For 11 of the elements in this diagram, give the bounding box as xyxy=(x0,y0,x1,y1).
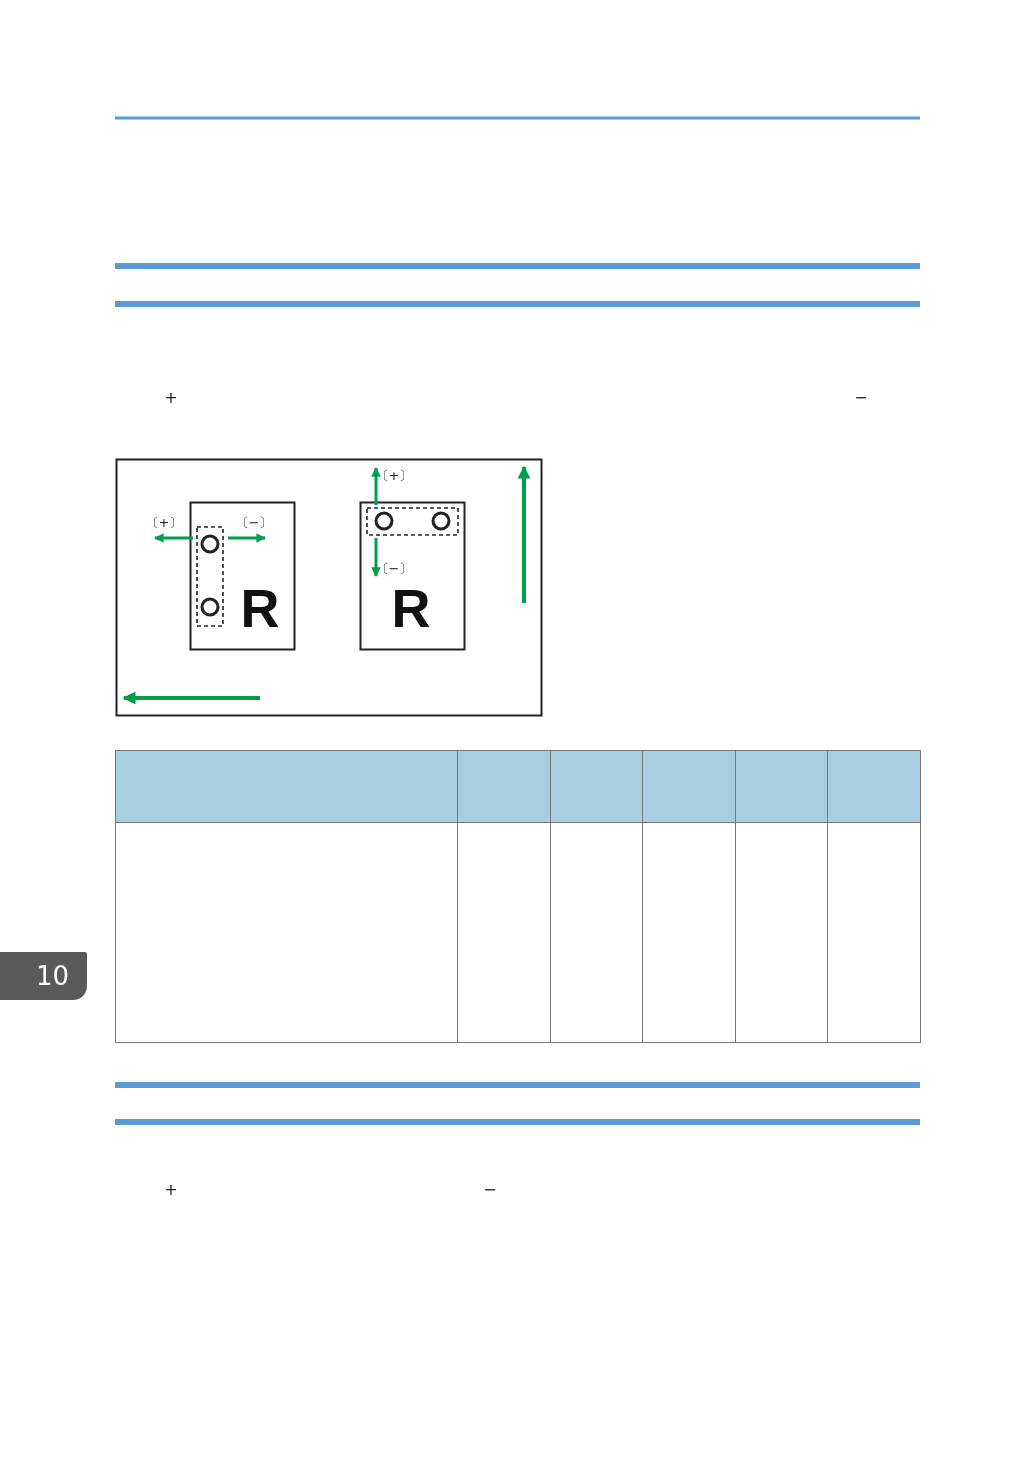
direction-label: 〔+〕 xyxy=(145,515,183,529)
minus-sign: − xyxy=(483,1182,497,1198)
plus-sign: + xyxy=(164,390,178,406)
direction-label: 〔−〕 xyxy=(375,561,413,575)
direction-label: 〔−〕 xyxy=(235,515,273,529)
orientation-letter: R xyxy=(240,581,280,635)
plus-sign: + xyxy=(164,1182,178,1198)
minus-sign: − xyxy=(854,390,868,406)
orientation-letter: R xyxy=(391,581,431,635)
chapter-tab: 10 xyxy=(0,952,87,1000)
direction-label: 〔+〕 xyxy=(375,468,413,482)
